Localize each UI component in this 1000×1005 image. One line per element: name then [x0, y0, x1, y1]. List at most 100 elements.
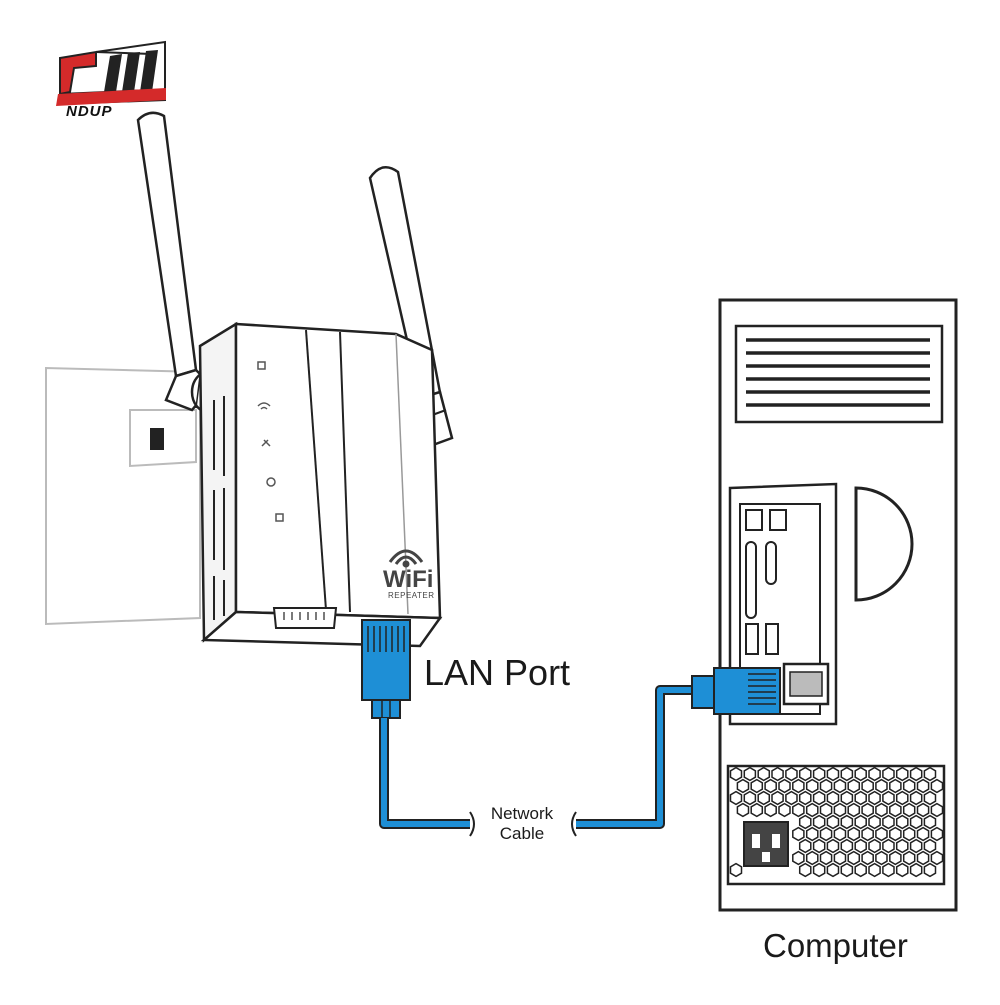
- grille-hex: [729, 862, 743, 878]
- grille-hex: [812, 838, 826, 854]
- wifi-mark: WiFi: [383, 566, 434, 593]
- grille-hex: [757, 790, 771, 806]
- grille-hex: [743, 766, 757, 782]
- grille-hex: [923, 862, 937, 878]
- grille-hex: [764, 778, 777, 794]
- grille-hex: [812, 862, 826, 878]
- grille-hex: [916, 778, 930, 794]
- repeater-subtitle: REPEATER: [388, 591, 435, 600]
- grille-hex: [771, 790, 784, 806]
- grille-hex: [736, 778, 750, 794]
- grille-hex: [757, 766, 771, 782]
- grille-hex: [902, 850, 916, 866]
- grille-hex: [889, 802, 902, 818]
- network-cable: [379, 685, 712, 837]
- network-cable-label-line2: Cable: [499, 824, 545, 843]
- grille-hex: [826, 766, 840, 782]
- grille-hex: [743, 790, 757, 806]
- grille-hex: [909, 766, 923, 782]
- grille-hex: [868, 766, 881, 782]
- grille-hex: [792, 826, 805, 842]
- grille-hex: [909, 814, 923, 830]
- status-led-icons: [257, 361, 284, 522]
- grille-hex: [875, 802, 888, 818]
- grille-hex: [875, 778, 888, 794]
- grille-hex: [826, 814, 840, 830]
- grille-hex: [882, 814, 895, 830]
- grille-hex: [861, 802, 874, 818]
- grille-hex: [729, 790, 743, 806]
- grille-hex: [840, 838, 854, 854]
- grille-hex: [833, 778, 847, 794]
- lan-port-label: LAN Port: [424, 652, 571, 693]
- grille-hex: [840, 814, 854, 830]
- grille-hex: [875, 850, 888, 866]
- grille-hex: [819, 826, 833, 842]
- grille-hex: [826, 838, 840, 854]
- grille-hex: [847, 850, 861, 866]
- grille-hex: [923, 790, 937, 806]
- grille-hex: [819, 802, 833, 818]
- grille-hex: [902, 778, 916, 794]
- grille-hex: [771, 766, 784, 782]
- grille-hex: [930, 802, 944, 818]
- grille-hex: [868, 790, 881, 806]
- grille-hex: [812, 766, 826, 782]
- grille-hex: [819, 778, 833, 794]
- grille-hex: [868, 862, 881, 878]
- grille-hex: [785, 766, 798, 782]
- grille-hex: [902, 802, 916, 818]
- grille-hex: [826, 862, 840, 878]
- grille-hex: [805, 850, 819, 866]
- grille-hex: [812, 814, 826, 830]
- grille-hex: [736, 802, 750, 818]
- grille-hex: [895, 790, 909, 806]
- grille-hex: [930, 826, 944, 842]
- grille-hex: [923, 838, 937, 854]
- grille-hex: [833, 850, 847, 866]
- grille-hex: [847, 826, 861, 842]
- lan-plug-left: [361, 619, 411, 719]
- ethernet-port: [272, 607, 338, 629]
- brand-logo: [56, 40, 166, 106]
- grille-hex: [805, 826, 819, 842]
- grille-hex: [812, 790, 826, 806]
- computer-tower: [718, 298, 958, 912]
- lan-plug-right: [691, 667, 781, 715]
- top-vent: [734, 324, 944, 424]
- grille-hex: [792, 778, 805, 794]
- grille-hex: [923, 766, 937, 782]
- grille-hex: [805, 778, 819, 794]
- grille-hex: [750, 778, 764, 794]
- grille-hex: [854, 838, 867, 854]
- grille-hex: [798, 838, 812, 854]
- wifi-logo-icon: [388, 549, 424, 568]
- grille-hex: [902, 826, 916, 842]
- grille-hex: [798, 862, 812, 878]
- grille-hex: [923, 814, 937, 830]
- computer-label: Computer: [763, 927, 908, 964]
- grille-hex: [889, 850, 902, 866]
- grille-hex: [792, 850, 805, 866]
- grille-hex: [854, 814, 867, 830]
- grille-hex: [868, 838, 881, 854]
- grille-hex: [916, 802, 930, 818]
- grille-hex: [854, 862, 867, 878]
- grille-hex: [868, 814, 881, 830]
- grille-hex: [840, 766, 854, 782]
- grille-hex: [750, 802, 764, 818]
- grille-hex: [861, 778, 874, 794]
- grille-hex: [882, 838, 895, 854]
- grille-hex: [729, 766, 743, 782]
- grille-hex: [916, 826, 930, 842]
- wall-outlet: [45, 366, 201, 626]
- grille-hex: [909, 862, 923, 878]
- grille-hex: [889, 826, 902, 842]
- grille-hex: [798, 766, 812, 782]
- grille-hex: [798, 814, 812, 830]
- grille-hex: [847, 778, 861, 794]
- grille-hex: [875, 826, 888, 842]
- grille-hex: [847, 802, 861, 818]
- grille-hex: [930, 850, 944, 866]
